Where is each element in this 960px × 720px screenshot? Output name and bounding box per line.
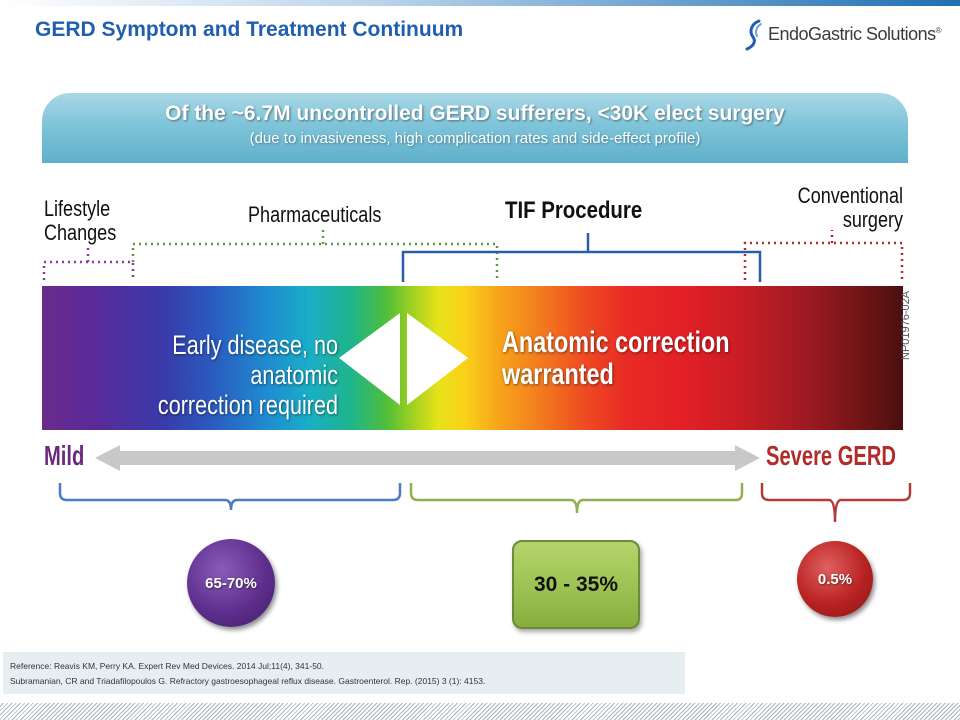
mild-label: Mild bbox=[44, 440, 85, 471]
category-conventional: Conventional surgery bbox=[780, 184, 903, 232]
document-code: NP01976-02A bbox=[900, 290, 912, 360]
severe-share-value: 0.5% bbox=[817, 570, 853, 588]
severity-spectrum-bar bbox=[42, 286, 903, 430]
anatomic-line2: warranted bbox=[502, 358, 614, 391]
conventional-line1: Conventional bbox=[797, 183, 903, 208]
lifestyle-line1: Lifestyle bbox=[44, 196, 111, 221]
banner-subline: (due to invasiveness, high complication … bbox=[249, 130, 701, 147]
reference-line1: Reference: Reavis KM, Perry KA. Expert R… bbox=[10, 661, 325, 671]
mild-share-circle: 65-70% bbox=[187, 539, 275, 627]
severe-share-circle: 0.5% bbox=[797, 541, 873, 617]
mid-bracket bbox=[409, 483, 744, 514]
pharmaceuticals-bracket bbox=[131, 230, 499, 280]
slide-title: GERD Symptom and Treatment Continuum bbox=[35, 18, 464, 41]
logo-wordmark: EndoGastric Solutions bbox=[768, 24, 936, 44]
early-disease-line1: Early disease, no anatomic bbox=[172, 330, 338, 390]
reference-line2: Subramanian, CR and Triadafilopoulos G. … bbox=[10, 676, 486, 686]
tif-bracket bbox=[401, 233, 762, 282]
anatomic-correction-label: Anatomic correction warranted bbox=[502, 327, 752, 391]
severe-gerd-label: Severe GERD bbox=[766, 440, 896, 471]
conventional-bracket bbox=[743, 230, 904, 280]
mid-share-value: 30 - 35% bbox=[533, 572, 619, 596]
category-tif: TIF Procedure bbox=[505, 197, 643, 224]
conventional-line2: surgery bbox=[842, 207, 903, 232]
mild-bracket bbox=[58, 483, 402, 511]
lifestyle-bracket bbox=[42, 246, 135, 280]
mild-share-value: 65-70% bbox=[205, 574, 257, 592]
top-gradient-rule bbox=[0, 0, 960, 6]
logo-text: EndoGastric Solutions® bbox=[768, 24, 942, 45]
registered-mark: ® bbox=[935, 26, 942, 35]
category-lifestyle: Lifestyle Changes bbox=[44, 197, 116, 245]
category-pharmaceuticals: Pharmaceuticals bbox=[248, 202, 382, 227]
company-logo: EndoGastric Solutions® bbox=[742, 18, 957, 52]
early-disease-line2: correction required bbox=[157, 390, 338, 420]
severity-arrow bbox=[95, 445, 760, 471]
banner-headline: Of the ~6.7M uncontrolled GERD sufferers… bbox=[165, 102, 785, 125]
footer-hatch bbox=[0, 703, 960, 720]
lifestyle-line2: Changes bbox=[44, 220, 117, 245]
stat-banner: Of the ~6.7M uncontrolled GERD sufferers… bbox=[42, 93, 908, 163]
anatomic-line1: Anatomic correction bbox=[502, 326, 730, 359]
logo-mark-icon bbox=[745, 19, 762, 51]
early-disease-label: Early disease, no anatomic correction re… bbox=[130, 330, 338, 420]
mid-share-box: 30 - 35% bbox=[512, 540, 640, 629]
references-box: Reference: Reavis KM, Perry KA. Expert R… bbox=[3, 652, 685, 694]
severe-bracket bbox=[760, 483, 912, 523]
